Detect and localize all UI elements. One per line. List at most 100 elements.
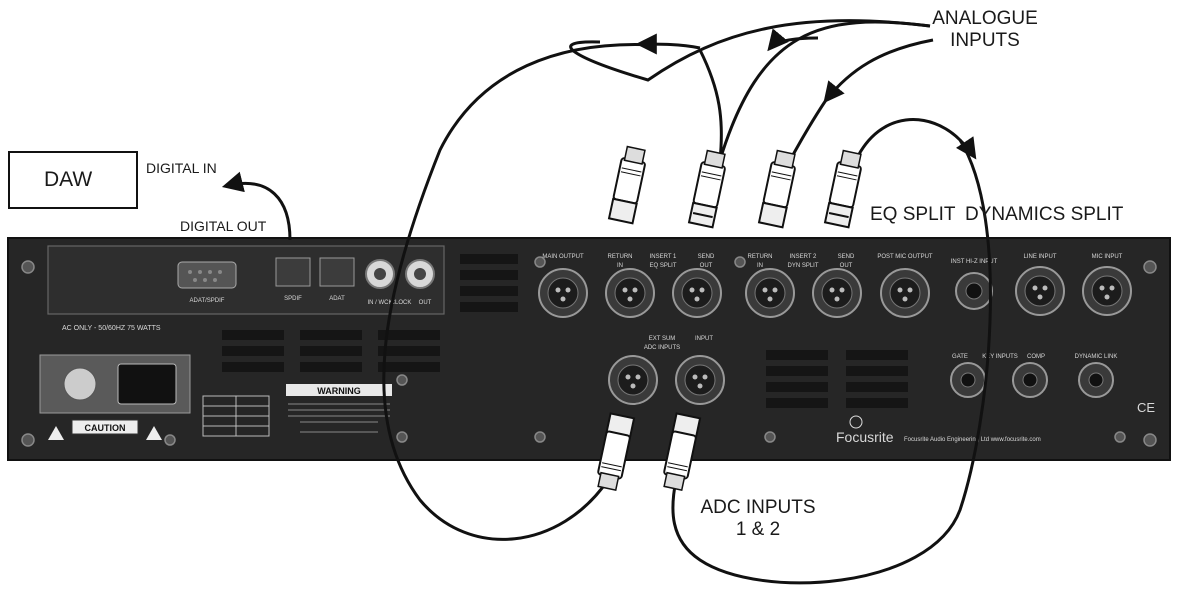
rack-screw — [734, 256, 746, 268]
adc-loop-left — [382, 42, 656, 541]
digital-in-label: DIGITAL IN — [146, 160, 217, 176]
rack-screw — [164, 434, 176, 446]
key-input-label: KEY INPUTS — [982, 354, 1018, 360]
comp-label: COMP — [1027, 354, 1045, 360]
insert-2-return-xlr — [745, 268, 795, 318]
daw-label: DAW — [44, 168, 93, 191]
rack-screw — [534, 256, 546, 268]
voltage-selector — [63, 367, 97, 401]
comp-key-jack — [1012, 362, 1048, 398]
adc-input-2-xlr — [675, 355, 725, 405]
adat-spdif-connector — [177, 261, 237, 289]
eq-split-label: EQ SPLIT — [870, 204, 956, 225]
adc-input-1-xlr — [608, 355, 658, 405]
return-label-2: RETURN — [748, 254, 773, 260]
analogue-arrow-left — [767, 28, 819, 52]
dsub-pins — [188, 270, 222, 282]
ce-mark: CE — [1137, 400, 1155, 415]
iec-power-inlet — [117, 363, 177, 405]
xlr-plug-eq-return — [607, 145, 646, 225]
adc-inputs-small-label: ADC INPUTS — [644, 345, 680, 351]
adc-loop-right — [671, 118, 992, 585]
rack-screws — [21, 256, 1157, 447]
rear-panel: ADAT/SPDIF SPDIF ADAT IN / WCK CLOCK OUT — [7, 237, 1171, 461]
analogue-inputs-line1: ANALOGUE — [932, 8, 1038, 29]
clock-in-label: IN / WCK — [368, 300, 393, 306]
xlr-connectors — [538, 266, 1132, 405]
caution-title: CAUTION — [85, 423, 126, 433]
send-label: SEND — [698, 254, 715, 260]
main-output-label: MAIN OUTPUT — [542, 254, 584, 260]
left-loop-to-plug — [698, 49, 723, 161]
in-label-2: IN — [757, 263, 763, 269]
rack-screw — [534, 431, 546, 443]
insert-1-label: INSERT 1 — [650, 254, 677, 260]
adat-label: ADAT — [329, 296, 345, 302]
daw-box — [8, 151, 138, 209]
out-label: OUT — [700, 263, 713, 269]
post-mic-output-xlr — [880, 268, 930, 318]
insert-2-label: INSERT 2 — [790, 254, 817, 260]
brand-tagline: Focusrite Audio Engineering Ltd www.focu… — [904, 437, 1041, 443]
analogue-cable-3b — [788, 99, 828, 161]
adc-inputs-label: ADC INPUTS 1 & 2 — [688, 497, 828, 541]
ext-sum-label: EXT SUM — [649, 336, 676, 342]
digital-out-label: DIGITAL OUT — [180, 218, 267, 234]
analogue-cable-1 — [569, 19, 931, 82]
vent-slots — [222, 254, 908, 408]
xlr-plug-adc-2 — [663, 412, 702, 492]
out-label-2: OUT — [840, 263, 853, 269]
xlr-plug-dyn-return — [757, 149, 796, 229]
analogue-inputs-label: ANALOGUE INPUTS — [930, 8, 1040, 52]
inst-hi-z-jack — [955, 272, 993, 310]
adc-inputs-line2: 1 & 2 — [735, 519, 781, 540]
brand-name: Focusrite — [836, 429, 894, 445]
insert-1-return-xlr — [605, 268, 655, 318]
spdif-label: SPDIF — [284, 296, 302, 302]
warning-title: WARNING — [317, 386, 361, 396]
xlr-plug-eq-send — [687, 149, 726, 229]
focusrite-logo-icon — [849, 415, 863, 429]
xlr-plug-adc-1 — [597, 412, 636, 492]
digital-cable — [221, 171, 292, 241]
insert-1-send-xlr — [672, 268, 722, 318]
rack-screw — [396, 431, 408, 443]
line-input-xlr — [1015, 266, 1065, 316]
adat-spdif-label: ADAT/SPDIF — [190, 298, 225, 304]
rack-screw — [396, 374, 408, 386]
caution-box — [71, 419, 139, 435]
main-output-xlr — [538, 268, 588, 318]
warning-plate — [286, 384, 392, 396]
warning-triangle-icon — [146, 426, 162, 440]
right-loop-arrow — [955, 136, 977, 160]
rack-screw — [1143, 433, 1157, 447]
send-label-2: SEND — [838, 254, 855, 260]
return-label: RETURN — [608, 254, 633, 260]
post-mic-output-label: POST MIC OUTPUT — [877, 254, 933, 260]
mic-input-label: MIC INPUT — [1092, 254, 1123, 260]
xlr-plugs — [597, 145, 862, 492]
rack-screw — [764, 431, 776, 443]
adat-port — [319, 257, 355, 287]
warning-fine-print — [288, 403, 390, 433]
xlr-plug-dyn-send — [823, 149, 862, 229]
mic-input-xlr — [1082, 266, 1132, 316]
spdif-port — [275, 257, 311, 287]
gate-key-jack — [950, 362, 986, 398]
analogue-inputs-line2: INPUTS — [950, 30, 1020, 51]
clock-in-bnc-center — [374, 268, 386, 280]
rack-screw — [1143, 260, 1157, 274]
in-label: IN — [617, 263, 623, 269]
dynamic-link-label: DYNAMIC LINK — [1075, 354, 1118, 360]
dynamic-link-jack — [1078, 362, 1114, 398]
ac-label: AC ONLY - 50/60HZ 75 WATTS — [62, 325, 161, 332]
rack-screw — [21, 433, 35, 447]
dyn-split-small-label: DYN SPLIT — [787, 263, 818, 269]
clock-out-label: OUT — [419, 300, 432, 306]
dynamics-split-label: DYNAMICS SPLIT — [965, 204, 1124, 225]
analogue-cable-3 — [823, 38, 934, 104]
rack-screw — [1114, 431, 1126, 443]
input-label: INPUT — [695, 336, 713, 342]
gate-label: GATE — [952, 354, 968, 360]
